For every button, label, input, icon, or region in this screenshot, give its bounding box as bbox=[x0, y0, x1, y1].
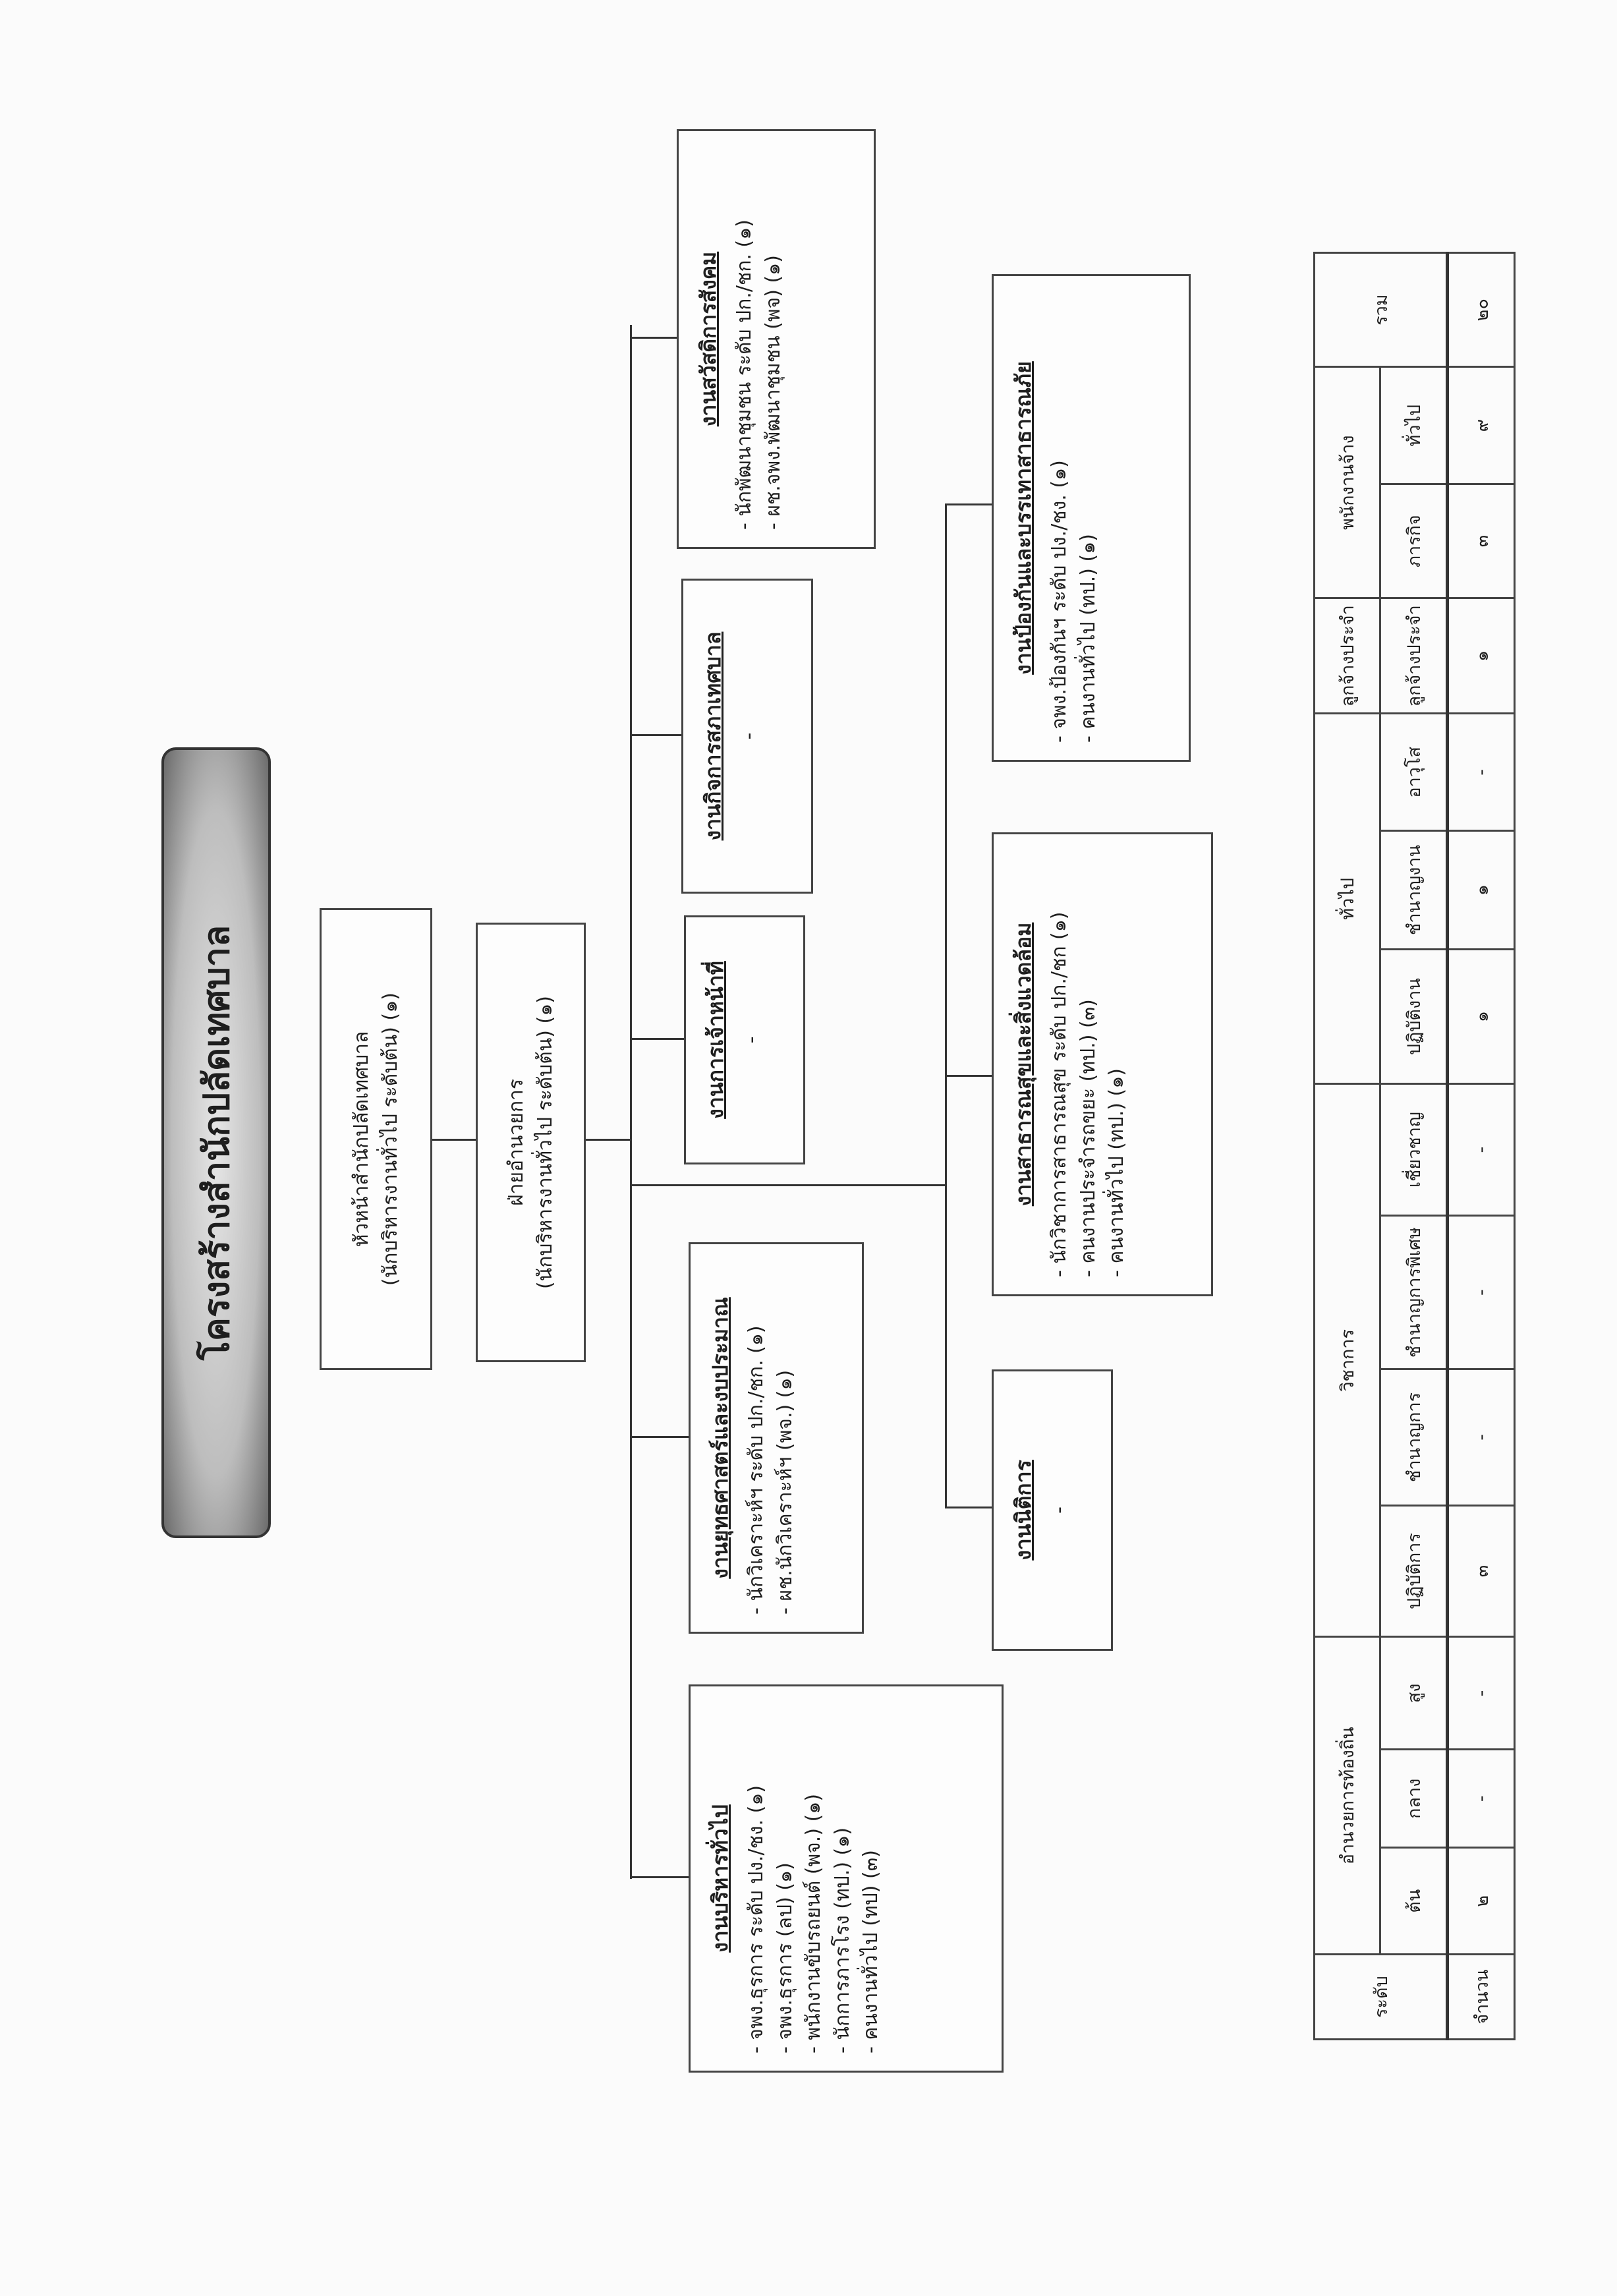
unit-position-item: - นักการภารโรง (ทป.) (๑) bbox=[830, 1827, 854, 2053]
group-header-label: ลูกจ้างประจำ bbox=[1338, 605, 1358, 707]
unit-title: งานสาธารณสุขและสิ่งแวดล้อม bbox=[1011, 922, 1036, 1207]
subgroup-header: กลาง bbox=[1380, 1749, 1448, 1848]
connector-line bbox=[630, 1184, 945, 1186]
subgroup-header: ปฏิบัติการ bbox=[1380, 1505, 1448, 1637]
row-label: จำนวน bbox=[1447, 1954, 1515, 2040]
total-cell: ๒๐ bbox=[1447, 252, 1515, 367]
unit-box: งานนิติการ - bbox=[992, 1369, 1113, 1651]
subgroup-header: ทั่วไป bbox=[1380, 366, 1448, 484]
total-header: รวม bbox=[1314, 252, 1448, 367]
subgroup-header: อาวุโส bbox=[1380, 714, 1448, 831]
unit-box: งานสาธารณสุขและสิ่งแวดล้อม - นักวิชาการสา… bbox=[992, 832, 1213, 1296]
group-header: พนักงานจ้าง bbox=[1314, 366, 1380, 598]
admin-division-box: ฝ่ายอำนวยการ (นักบริหารงานทั่วไป ระดับต้… bbox=[476, 923, 586, 1362]
admin-division-title: ฝ่ายอำนวยการ bbox=[505, 1079, 528, 1206]
connector-line bbox=[945, 1075, 992, 1077]
unit-title: งานนิติการ bbox=[1011, 1460, 1036, 1561]
page-title: โครงสร้างสำนักปลัดเทศบาล bbox=[161, 747, 271, 1538]
group-header: อำนวยการท้องถิ่น bbox=[1314, 1636, 1380, 1955]
table-cell: ๑ bbox=[1447, 949, 1515, 1084]
unit-box: งานการเจ้าหน้าที่ - bbox=[684, 915, 805, 1164]
table-cell: - bbox=[1447, 1215, 1515, 1369]
unit-position-item: - นักวิเคราะห์ฯ ระดับ ปก./ชก. (๑) bbox=[745, 1325, 768, 1615]
table-cell: - bbox=[1447, 1749, 1515, 1848]
unit-position-item: - คนงานทั่วไป (ทป) (๓) bbox=[859, 1850, 883, 2053]
unit-position-item: - นักวิชาการสาธารณสุข ระดับ ปก./ชก (๑) bbox=[1048, 911, 1071, 1277]
connector-line bbox=[432, 1139, 476, 1141]
unit-position-item: - bbox=[737, 732, 761, 740]
table-cell: - bbox=[1447, 1369, 1515, 1506]
bus-line bbox=[630, 325, 632, 1879]
unit-position-item: - คนงานทั่วไป (ทป.) (๑) bbox=[1105, 1068, 1129, 1277]
subgroup-header: ลูกจ้างประจำ bbox=[1380, 598, 1448, 714]
subgroup-header: ต้น bbox=[1380, 1847, 1448, 1955]
admin-division-position: (นักบริหารงานทั่วไป ระดับต้น) (๑) bbox=[533, 996, 557, 1289]
head-office-title: หัวหน้าสำนักปลัดเทศบาล bbox=[350, 1031, 373, 1248]
unit-position-item: - จพง.ป้องกันฯ ระดับ ปง./ชง. (๑) bbox=[1048, 460, 1071, 743]
subgroup-header: สูง bbox=[1380, 1636, 1448, 1750]
unit-title: งานป้องกันและบรรเทาสาธารณภัย bbox=[1011, 361, 1036, 675]
subgroup-header: ปฏิบัติงาน bbox=[1380, 949, 1448, 1084]
subgroup-header: ชำนาญการพิเศษ bbox=[1380, 1215, 1448, 1369]
group-header: ลูกจ้างประจำ bbox=[1314, 598, 1380, 714]
group-header: ทั่วไป bbox=[1314, 714, 1380, 1084]
connector-line bbox=[630, 734, 681, 736]
unit-position-item: - จพง.ธุรการ ระดับ ปง./ชง. (๑) bbox=[745, 1785, 768, 2053]
level-header: ระดับ bbox=[1314, 1954, 1448, 2040]
unit-position-item: - bbox=[1048, 1507, 1071, 1514]
subgroup-header: เชี่ยวชาญ bbox=[1380, 1083, 1448, 1216]
connector-line bbox=[586, 1139, 630, 1141]
table-cell: ๒ bbox=[1447, 1847, 1515, 1955]
unit-position-item: - bbox=[740, 1036, 764, 1044]
group-header: วิชาการ bbox=[1314, 1083, 1380, 1637]
bus-line bbox=[945, 505, 947, 1508]
table-cell: ๓ bbox=[1447, 1505, 1515, 1637]
unit-box: งานบริหารทั่วไป - จพง.ธุรการ ระดับ ปง./ชง… bbox=[689, 1684, 1004, 2073]
unit-title: งานบริหารทั่วไป bbox=[708, 1804, 733, 1953]
unit-position-item: - พนักงานขับรถยนต์ (พจ.) (๑) bbox=[802, 1793, 826, 2053]
table-cell: ๓ bbox=[1447, 484, 1515, 598]
connector-line bbox=[945, 503, 992, 505]
unit-position-item: - จพง.ธุรการ (ลป) (๑) bbox=[773, 1862, 797, 2053]
unit-box: งานกิจการสภาเทศบาล - bbox=[681, 579, 813, 894]
unit-title: งานการเจ้าหน้าที่ bbox=[703, 961, 728, 1119]
unit-title: งานสวัสดิการสังคม bbox=[696, 251, 721, 427]
table-cell: - bbox=[1447, 1636, 1515, 1750]
table-cell: ๑ bbox=[1447, 830, 1515, 950]
unit-position-item: - นักพัฒนาชุมชน ระดับ ปก./ชก. (๑) bbox=[733, 219, 756, 530]
table-cell: - bbox=[1447, 1083, 1515, 1216]
unit-position-item: - คนงานประจำรถขยะ (ทป.) (๓) bbox=[1076, 999, 1100, 1277]
connector-line bbox=[630, 1876, 689, 1878]
unit-box: งานยุทธศาสตร์และงบประมาณ - นักวิเคราะห์ฯ … bbox=[689, 1242, 864, 1634]
subgroup-header: ชำนาญการ bbox=[1380, 1369, 1448, 1506]
unit-box: งานป้องกันและบรรเทาสาธารณภัย - จพง.ป้องกั… bbox=[992, 274, 1191, 762]
staff-summary-table: ระดับ อำนวยการท้องถิ่น วิชาการ ทั่วไป ลู… bbox=[1313, 252, 1516, 2040]
subgroup-header: ภารกิจ bbox=[1380, 484, 1448, 598]
unit-title: งานยุทธศาสตร์และงบประมาณ bbox=[708, 1297, 733, 1579]
head-office-position: (นักบริหารงานทั่วไป ระดับต้น) (๑) bbox=[378, 992, 402, 1286]
unit-position-item: - คนงานทั่วไป (ทป.) (๑) bbox=[1076, 534, 1100, 743]
head-office-box: หัวหน้าสำนักปลัดเทศบาล (นักบริหารงานทั่ว… bbox=[320, 908, 432, 1370]
table-cell: - bbox=[1447, 714, 1515, 831]
table-cell: ๑ bbox=[1447, 598, 1515, 714]
subgroup-header: ชำนาญงาน bbox=[1380, 830, 1448, 950]
connector-line bbox=[630, 1038, 684, 1040]
unit-title: งานกิจการสภาเทศบาล bbox=[700, 631, 725, 841]
connector-line bbox=[945, 1507, 992, 1508]
connector-line bbox=[630, 337, 677, 339]
connector-line bbox=[630, 1436, 689, 1438]
unit-position-item: - ผช.จพง.พัฒนาชุมชน (พจ) (๑) bbox=[761, 255, 785, 530]
unit-position-item: - ผช.นักวิเคราะห์ฯ (พจ.) (๑) bbox=[773, 1369, 797, 1615]
unit-box: งานสวัสดิการสังคม - นักพัฒนาชุมชน ระดับ ป… bbox=[677, 129, 876, 549]
table-cell: ๙ bbox=[1447, 366, 1515, 484]
